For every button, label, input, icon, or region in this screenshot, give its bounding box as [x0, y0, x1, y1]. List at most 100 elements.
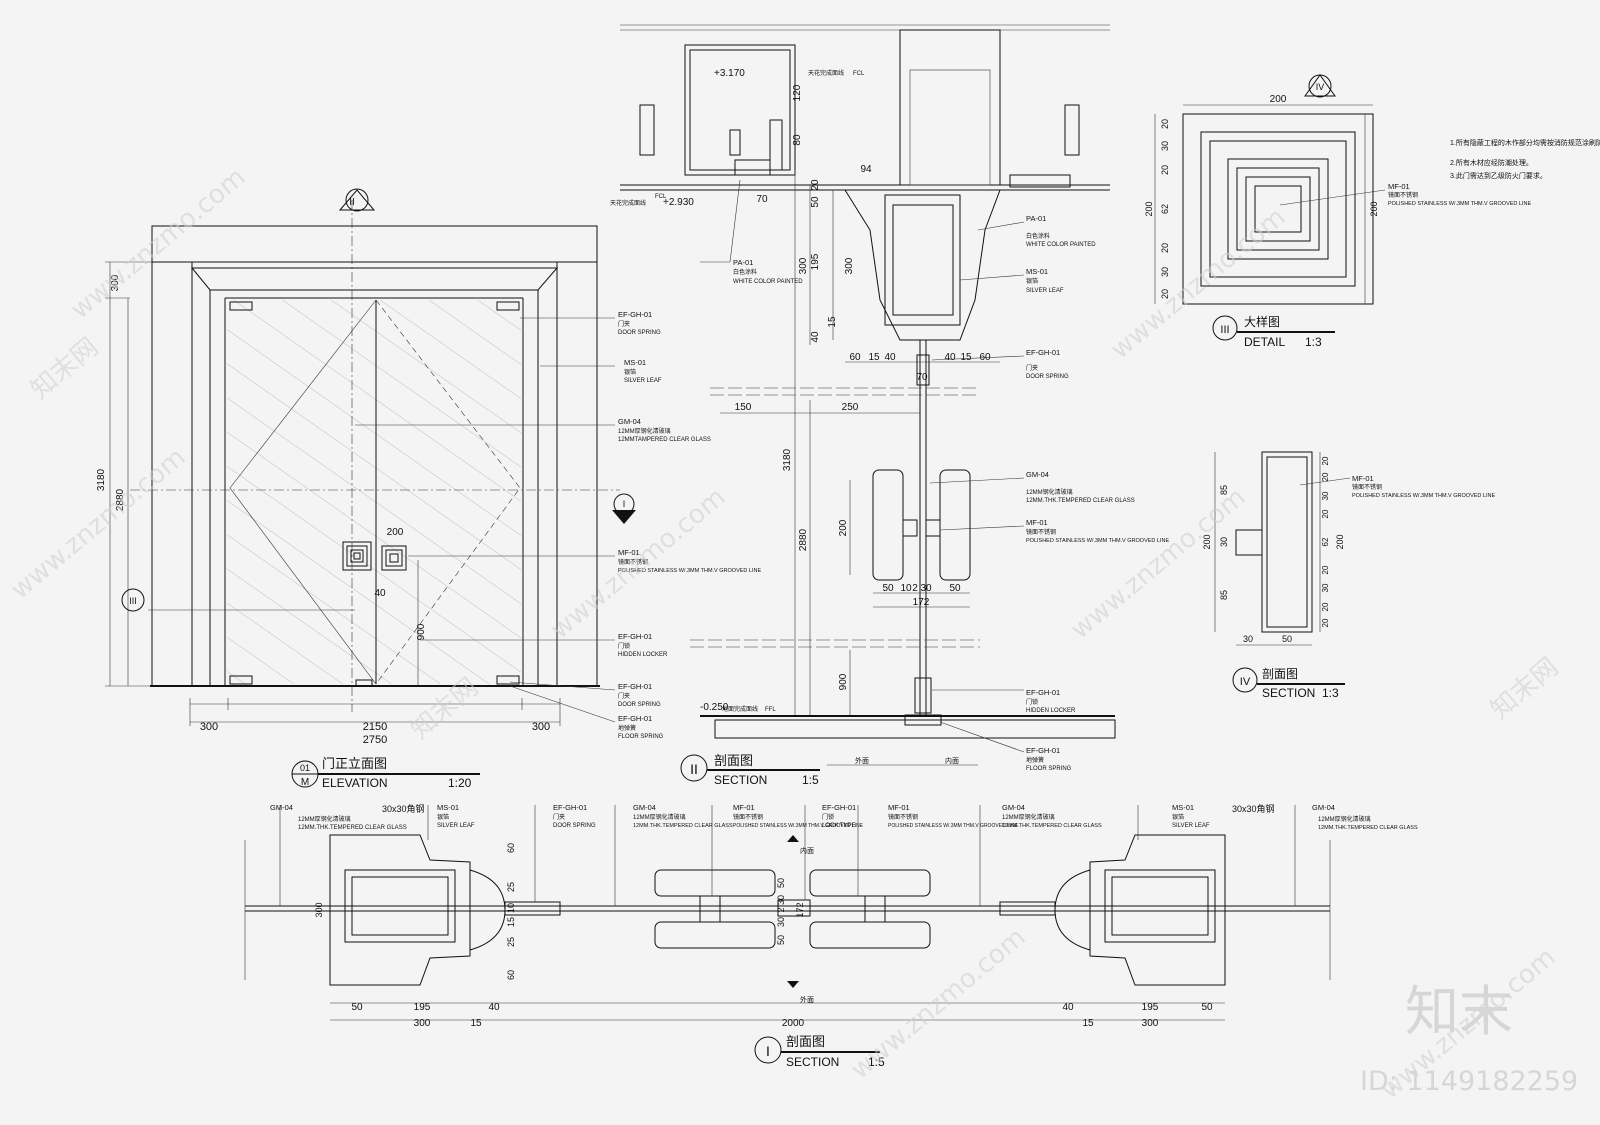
d3-dim-left-total: 200: [1144, 201, 1154, 216]
elev-tag-0-cn: 门夹: [618, 320, 630, 328]
s4-title-cn: 剖面图: [1262, 667, 1298, 681]
s1-tag-1-code: MS-01: [437, 803, 459, 812]
s4-dim-right-8: 20: [1321, 618, 1330, 627]
wm-site-3: www.znzmo.com: [1065, 482, 1251, 645]
s4-dim-right-6: 30: [1321, 583, 1330, 592]
s1-angle-note-0: 30x30角钢: [382, 803, 425, 814]
s1-tag-4-code: MF-01: [733, 803, 755, 812]
section-ii-dims: 120 80 70 20 50 94 300 195 300 40 15 60 …: [735, 84, 991, 690]
elevation-badge-top: 01: [300, 763, 310, 773]
s4-dim-bottom-0: 30: [1243, 634, 1253, 644]
s2-marker: II: [690, 761, 698, 777]
elevation-dim-left-2: 2880: [115, 488, 126, 511]
elevation-dim-misc-1: 40: [374, 588, 386, 599]
section-i-dims: 50 195 40 300 15 2000 40 15 195 50 300 6…: [314, 843, 1213, 1029]
s2-tag-7-cn: 地弹簧: [1026, 756, 1044, 764]
elev-tag-0-code: EF-GH-01: [618, 310, 652, 319]
s2-tag-1-cn: 白色涂料: [733, 268, 757, 276]
s2-dim-20: 3180: [782, 448, 793, 471]
elev-tag-6-code: EF-GH-01: [618, 714, 652, 723]
d3-marker: III: [1220, 324, 1229, 336]
s2-dim-5: 94: [860, 164, 872, 175]
s1-tag-4-cn: 镜面不锈钢: [733, 813, 763, 821]
s2-dim-2: 70: [756, 194, 768, 205]
s2-dim-29: 900: [838, 673, 849, 690]
s2-dim-28: 172: [913, 597, 930, 608]
elev-tag-2-code: GM-04: [618, 417, 641, 426]
detail-iii-view: [1154, 74, 1386, 341]
section-i-view: [244, 805, 1331, 1064]
s4-dim-left-0: 85: [1219, 485, 1229, 495]
elev-tag-5-en: DOOR SPRING: [618, 702, 661, 708]
s2-tag-6-en: HIDDEN LOCKER: [1026, 708, 1076, 714]
elevation-section-marker: II: [349, 197, 355, 208]
elevation-scale: 1:20: [448, 776, 472, 790]
s4-dim-left-3: 200: [1202, 534, 1212, 549]
wm-cn-0: 知末网: [25, 332, 104, 405]
s4-dim-right-1: 20: [1321, 472, 1330, 481]
wm-site-5: www.znzmo.com: [845, 922, 1031, 1085]
s2-tag-6-code: EF-GH-01: [1026, 688, 1060, 697]
d3-note-1: 2.所有木材应经防潮处理。: [1450, 158, 1533, 167]
s2-tag-4-code: GM-04: [1026, 470, 1049, 479]
s2-dim-7: 195: [810, 253, 821, 270]
elevation-section-marker-2: I: [623, 499, 626, 509]
s1-tag-8-en: SILVER LEAF: [1172, 823, 1210, 829]
s4-dim-right-total: 200: [1335, 534, 1345, 549]
s1-tag-2-en: DOOR SPRING: [553, 823, 596, 829]
s1-side-label-0: 内面: [800, 846, 814, 855]
s2-tag-0-cn: 白色涂料: [1026, 232, 1050, 240]
s2-side-label-1: 内面: [945, 756, 959, 765]
s1-dim-bottom-10: 300: [1142, 1018, 1159, 1029]
d3-dim-left-5: 30: [1160, 267, 1170, 277]
s1-dim-side-5: 60: [506, 970, 516, 980]
s1-dim-side-2: 10: [506, 903, 516, 913]
s4-scale: 1:3: [1322, 686, 1339, 700]
elev-tag-4-code: EF-GH-01: [618, 632, 652, 641]
s2-dim-14: 40: [944, 352, 956, 363]
d3-dim-left-6: 20: [1160, 289, 1170, 299]
s1-tag-0-en: 12MM.THK.TEMPERED CLEAR GLASS: [298, 825, 407, 831]
s2-dim-25: 2: [912, 583, 918, 594]
s2-dim-18: 150: [735, 402, 752, 413]
elevation-title-en: ELEVATION: [322, 776, 388, 790]
d3-dim-left-4: 20: [1160, 243, 1170, 253]
elev-tag-3-cn: 镜面不锈钢: [618, 558, 648, 566]
elevation-detail-marker: III: [129, 596, 137, 606]
s1-dim-side-9: 2: [776, 907, 786, 912]
wm-site-2: www.znzmo.com: [5, 442, 191, 605]
s1-dim-side-1: 25: [506, 882, 516, 892]
s1-title-cn: 剖面图: [786, 1034, 825, 1049]
wm-site-1: www.znzmo.com: [545, 482, 731, 645]
s2-dim-17: 70: [916, 372, 928, 383]
s1-dim-bottom-3: 300: [414, 1018, 431, 1029]
elevation-dim-bottom-2: 300: [532, 721, 550, 733]
s2-level-0: +3.170: [714, 68, 745, 79]
s1-dim-side-11: 50: [776, 935, 786, 945]
elev-tag-1-cn: 银箔: [624, 368, 636, 376]
s2-dim-26: 30: [920, 583, 932, 594]
s2-tag-7-en: FLOOR SPRING: [1026, 766, 1072, 772]
s2-dim-4: 50: [810, 196, 821, 208]
d3-tag-cn: 镜面不锈钢: [1388, 191, 1418, 199]
section-ii-tags: PA-01 白色涂料 WHITE COLOR PAINTED PA-01 白色涂…: [733, 214, 1169, 772]
s2-dim-0: 120: [792, 84, 803, 101]
s2-level-note-0: 天花完成面线: [808, 69, 844, 77]
s1-dim-bottom-2: 40: [488, 1002, 500, 1013]
elevation-beam: [151, 225, 598, 263]
s2-tag-7-code: EF-GH-01: [1026, 746, 1060, 755]
s1-dim-side-6: 300: [314, 902, 324, 917]
s2-tag-1-en: WHITE COLOR PAINTED: [733, 279, 803, 285]
s1-dim-side-4: 25: [506, 937, 516, 947]
s1-dim-bottom-1: 195: [414, 1002, 431, 1013]
s4-tag-code: MF-01: [1352, 474, 1374, 483]
s2-tag-2-en: SILVER LEAF: [1026, 288, 1064, 294]
s1-dim-bottom-9: 50: [1201, 1002, 1213, 1013]
s1-tag-4-en: POLISHED STAINLESS W/.3MM THM.V GROOVED …: [733, 823, 864, 829]
s4-dim-right-2: 30: [1321, 491, 1330, 500]
s1-tag-9-code: GM-04: [1312, 803, 1335, 812]
handle-left: [342, 541, 372, 571]
s1-tag-6-cn: 镜面不锈钢: [888, 813, 918, 821]
d3-dim-left-0: 20: [1160, 119, 1170, 129]
s1-tag-1-en: SILVER LEAF: [437, 823, 475, 829]
